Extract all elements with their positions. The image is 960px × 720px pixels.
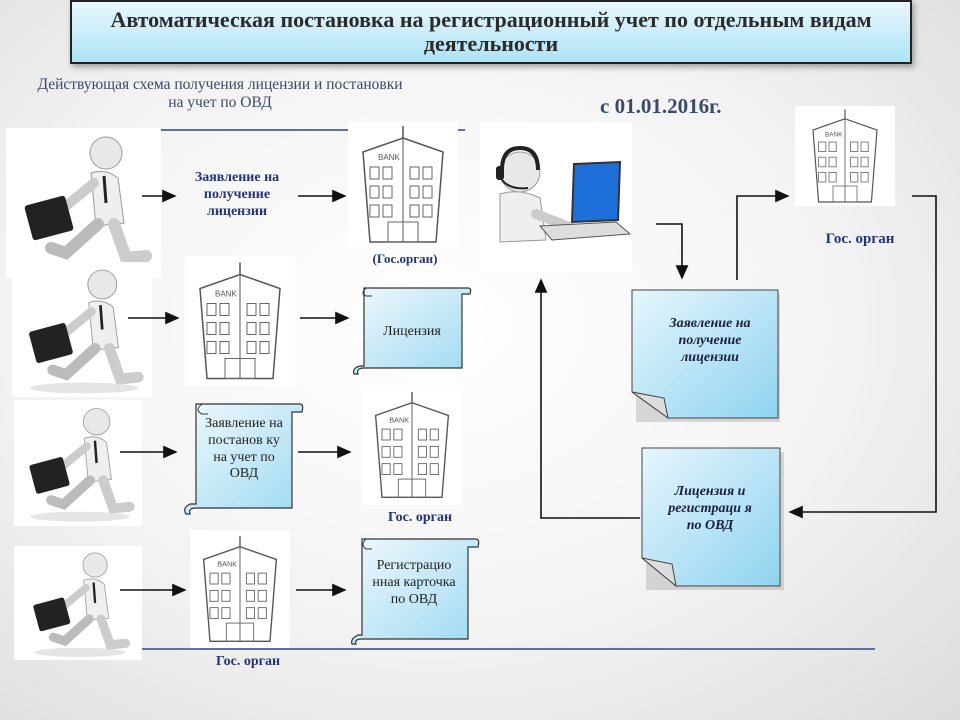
- row3-org: Гос. орган: [387, 510, 453, 525]
- building-image-1: BANK: [348, 122, 458, 247]
- svg-text:BANK: BANK: [217, 560, 237, 569]
- subtitle: Действующая схема получения лицензии и п…: [37, 76, 403, 111]
- svg-text:BANK: BANK: [825, 131, 843, 138]
- bank-building-icon: BANK: [374, 391, 450, 498]
- walking-man-icon: [33, 552, 131, 657]
- bank-building-icon: BANK: [199, 262, 281, 380]
- folded-note-shape: [631, 289, 780, 422]
- scroll-shape: [353, 287, 472, 375]
- walking-man-image-4: [14, 546, 142, 660]
- right-license-text: Лицензия и регистраци я по ОВД: [668, 484, 752, 533]
- svg-text:BANK: BANK: [215, 290, 237, 299]
- subtitle-underline: [160, 129, 465, 131]
- row4-org: Гос. орган: [215, 654, 281, 669]
- page-title: Автоматическая постановка на регистрацио…: [110, 6, 872, 56]
- building-image-right: BANK: [795, 106, 895, 206]
- svg-text:BANK: BANK: [389, 416, 409, 425]
- title-box: Автоматическая постановка на регистрацио…: [70, 0, 912, 64]
- bank-building-icon: BANK: [362, 126, 444, 243]
- operator-laptop-icon: [496, 145, 632, 243]
- bank-building-icon: BANK: [202, 535, 278, 642]
- svg-text:BANK: BANK: [378, 153, 400, 162]
- bank-building-icon: BANK: [812, 109, 878, 203]
- scroll-shape: [351, 538, 480, 645]
- walking-man-image-3: [14, 400, 142, 526]
- registration-card-text: Регистрацио нная карточка по ОВД: [372, 558, 456, 607]
- building-image-3: BANK: [362, 385, 462, 505]
- arrow-org-to-license: [788, 195, 937, 519]
- building-image-2: BANK: [185, 256, 295, 386]
- row1-org: (Гос.орган): [372, 251, 438, 266]
- bottom-divider: [140, 648, 875, 650]
- application-ovd-text: Заявление на постанов ку на учет по ОВД: [205, 416, 283, 482]
- license-scroll-text: Лицензия: [383, 324, 441, 339]
- right-application-text: Заявление на получение лицензии: [669, 316, 751, 365]
- building-image-4: BANK: [190, 530, 290, 648]
- scroll-shape: [184, 403, 304, 515]
- right-application-note: [630, 288, 782, 424]
- right-license-note: [640, 446, 786, 592]
- application-ovd-scroll: [182, 400, 304, 518]
- arrow-operator-to-application: [656, 223, 689, 280]
- license-scroll: [352, 280, 472, 380]
- walking-man-icon: [29, 408, 135, 522]
- arrow-application-to-org: [736, 189, 790, 280]
- row1-label: Заявление на получение лицензии: [194, 170, 280, 219]
- walking-man-icon: [29, 269, 144, 394]
- registration-card-scroll: [350, 535, 480, 645]
- operator-computer-image: [480, 122, 632, 272]
- arrow-license-to-operator: [534, 278, 640, 519]
- walking-man-image-2: [12, 262, 152, 397]
- date-label: с 01.01.2016г.: [600, 94, 722, 118]
- right-org: Гос. орган: [825, 231, 895, 247]
- folded-note-shape: [641, 447, 784, 590]
